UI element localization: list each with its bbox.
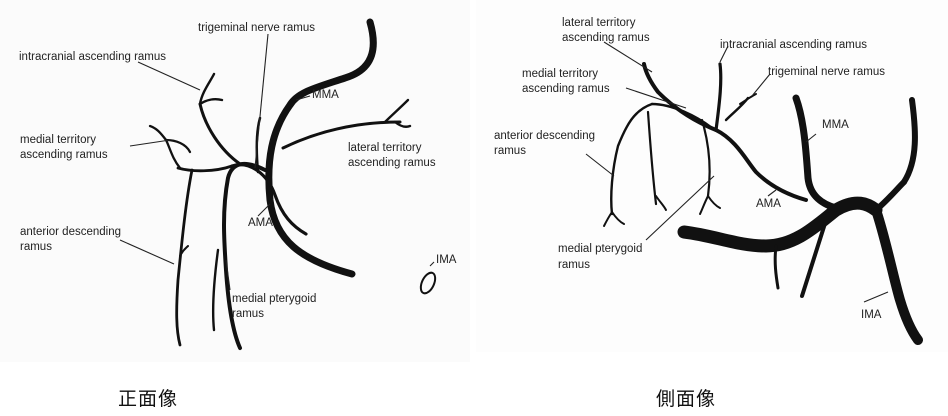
intracranial-branch xyxy=(200,104,240,164)
frontal-view-diagram: trigeminal nerve ramus intracranial asce… xyxy=(0,0,470,362)
intracranial-branch xyxy=(716,64,721,130)
label-mma: MMA xyxy=(822,119,849,131)
label-anterior-desc-2: ramus xyxy=(20,241,52,253)
lateral-territory-twig-2 xyxy=(395,122,410,127)
label-intracranial: intracranial ascending ramus xyxy=(720,39,867,51)
ima-lower-twig xyxy=(775,246,778,288)
intracranial-leader xyxy=(138,62,200,90)
label-anterior-desc-1: anterior descending xyxy=(494,130,595,142)
mma-right-trunk xyxy=(904,100,915,182)
trigeminal-leader xyxy=(255,34,268,168)
ima-leader xyxy=(430,262,434,266)
label-lateral-2: ascending ramus xyxy=(562,32,650,44)
label-ama: AMA xyxy=(756,198,781,210)
medial-pterygoid-twig-1 xyxy=(700,196,708,214)
label-medial-territory-1: medial territory xyxy=(522,68,598,80)
lateral-view-diagram: lateral territory ascending ramus intrac… xyxy=(476,0,948,352)
label-ama: AMA xyxy=(248,217,273,229)
ama-trunk xyxy=(224,164,265,348)
anterior-descending-branch xyxy=(177,170,192,345)
ima-oval xyxy=(418,270,438,295)
lateral-territory-twig-1 xyxy=(385,100,408,122)
medial-territory-twig-2 xyxy=(150,126,166,140)
ima-descending xyxy=(876,210,918,340)
medial-territory-twig-1 xyxy=(166,140,180,168)
medial-territory-branch xyxy=(178,166,232,171)
label-lateral-2: ascending ramus xyxy=(348,157,436,169)
label-anterior-desc-1: anterior descending xyxy=(20,226,121,238)
trigeminal-twig xyxy=(740,94,756,104)
label-medial-territory-2: ascending ramus xyxy=(522,83,610,95)
label-medial-territory-2: ascending ramus xyxy=(20,149,108,161)
medial-pterygoid-twig-2 xyxy=(708,196,720,208)
label-intracranial: intracranial ascending ramus xyxy=(19,51,166,63)
anterior-descending-mid-twig xyxy=(656,196,666,210)
label-medial-ptery-1: medial pterygoid xyxy=(232,293,316,305)
anterior-descending-mid xyxy=(648,112,656,204)
anterior-descending-twig-1 xyxy=(604,212,612,226)
lateral-leader xyxy=(604,42,652,72)
label-trigeminal: trigeminal nerve ramus xyxy=(768,66,885,78)
intracranial-twig-2 xyxy=(200,99,222,104)
lateral-territory-branch xyxy=(644,64,716,130)
label-trigeminal: trigeminal nerve ramus xyxy=(198,22,315,34)
ima-branch-right xyxy=(876,182,904,210)
label-medial-ptery-2: ramus xyxy=(232,308,264,320)
label-mma: MMA xyxy=(312,89,339,101)
frontal-view-panel: trigeminal nerve ramus intracranial asce… xyxy=(0,0,470,362)
label-medial-ptery-2: ramus xyxy=(558,259,590,271)
medial-pterygoid-branch xyxy=(702,120,710,196)
anterior-descending-twig-2 xyxy=(612,212,624,224)
ama-leader xyxy=(768,190,776,196)
label-medial-ptery-1: medial pterygoid xyxy=(558,243,642,255)
anterior-descending-leader xyxy=(586,154,614,176)
medial-pterygoid-branch xyxy=(213,250,218,330)
lateral-view-panel: lateral territory ascending ramus intrac… xyxy=(476,0,948,352)
label-lateral-1: lateral territory xyxy=(562,17,636,29)
frontal-view-caption: 正面像 xyxy=(118,384,178,411)
mma-trunk xyxy=(796,98,836,208)
anterior-descending-leader xyxy=(120,240,174,264)
lateral-view-caption: 側面像 xyxy=(656,384,716,411)
ima-leader xyxy=(864,292,888,302)
main-ascending-trunk xyxy=(716,130,806,200)
label-lateral-1: lateral territory xyxy=(348,142,422,154)
label-ima: IMA xyxy=(861,309,882,321)
label-anterior-desc-2: ramus xyxy=(494,145,526,157)
anterior-descending-arch xyxy=(611,104,652,214)
label-ima: IMA xyxy=(436,254,457,266)
label-medial-territory-1: medial territory xyxy=(20,134,96,146)
medial-territory-leader xyxy=(130,140,170,146)
